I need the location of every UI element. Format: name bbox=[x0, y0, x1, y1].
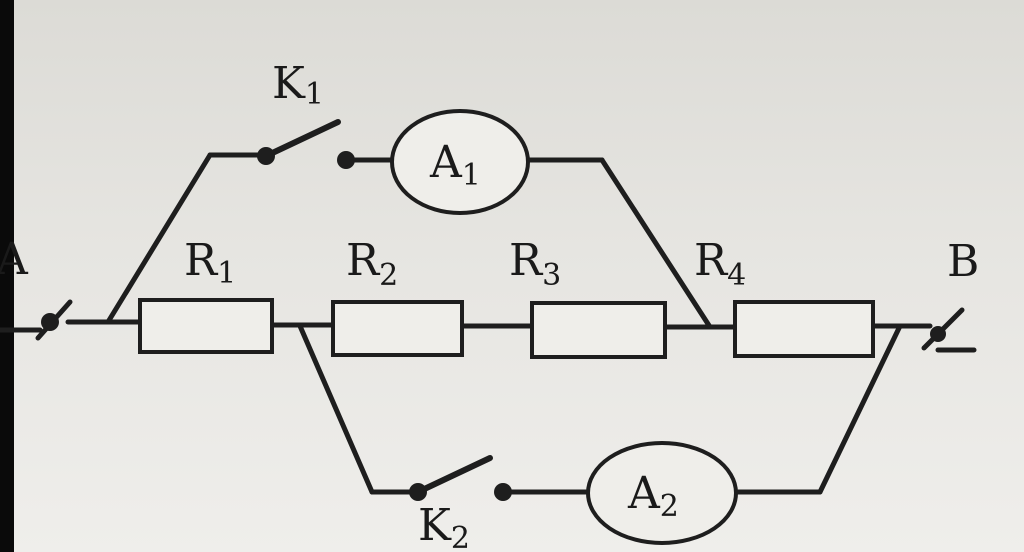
resistor-r1: R1 bbox=[138, 235, 274, 354]
terminal-a: A bbox=[0, 234, 73, 341]
lower-branch bbox=[297, 323, 903, 495]
switch-k1-label: K1 bbox=[272, 58, 324, 112]
terminal-a-label: A bbox=[0, 234, 29, 285]
resistor-r3-label: R3 bbox=[509, 235, 561, 293]
resistor-r3-body bbox=[530, 301, 667, 359]
resistor-r2: R2 bbox=[331, 235, 464, 357]
terminal-b: B bbox=[921, 236, 979, 353]
resistor-r4-body bbox=[733, 300, 875, 358]
switch-k2-blade bbox=[415, 455, 493, 495]
switch-k1-blade bbox=[263, 119, 341, 159]
ammeter-a1: A1 bbox=[390, 109, 530, 215]
resistor-r3: R3 bbox=[509, 235, 667, 359]
switch-k1: K1 bbox=[257, 58, 355, 169]
resistor-r4-label: R4 bbox=[694, 235, 746, 293]
ammeter-a2-label: A2 bbox=[627, 468, 679, 524]
switch-k1-contact bbox=[337, 151, 355, 169]
left-border-strip bbox=[0, 0, 14, 552]
ammeter-a1-label: A1 bbox=[429, 137, 481, 193]
terminal-b-label: B bbox=[947, 236, 979, 287]
resistor-r1-label: R1 bbox=[184, 235, 236, 291]
ammeter-a2-body bbox=[586, 441, 738, 545]
resistor-r1-body bbox=[138, 298, 274, 354]
switch-k2-label: K2 bbox=[418, 500, 470, 552]
ammeter-a2: A2 bbox=[586, 441, 738, 545]
switch-k2-contact bbox=[494, 483, 512, 501]
resistor-r2-label: R2 bbox=[346, 235, 398, 293]
switch-k2: K2 bbox=[409, 455, 512, 552]
resistor-r2-body bbox=[331, 300, 464, 357]
ammeter-a1-body bbox=[390, 109, 530, 215]
resistor-r4: R4 bbox=[694, 235, 875, 358]
